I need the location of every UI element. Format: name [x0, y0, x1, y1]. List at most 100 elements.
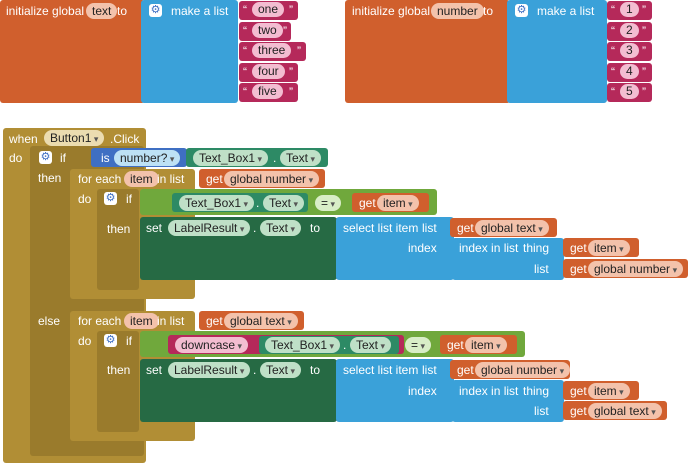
dot-label: .	[273, 151, 277, 165]
variable-dropdown[interactable]: global text	[224, 313, 298, 329]
component-dropdown[interactable]: LabelResult	[168, 362, 251, 378]
get-label: get	[570, 262, 587, 276]
get-label: get	[206, 172, 223, 186]
component-dropdown[interactable]: LabelResult	[168, 220, 251, 236]
if-block[interactable]	[97, 331, 139, 432]
text-string-value[interactable]: three	[252, 43, 292, 58]
text-string-value[interactable]: one	[252, 2, 285, 17]
property-dropdown[interactable]: Text	[263, 195, 305, 211]
then-label: then	[107, 363, 131, 377]
get-label: get	[570, 404, 587, 418]
make-a-list-label: make a list	[171, 4, 229, 18]
quote-icon: “	[243, 44, 247, 58]
index-in-list-block[interactable]	[452, 238, 564, 280]
list-label: list	[534, 404, 549, 418]
if-label: if	[126, 334, 132, 348]
init-global-number-block[interactable]	[345, 0, 510, 103]
var-name-field[interactable]: number	[431, 3, 484, 19]
do-label: do	[78, 192, 92, 206]
select-list-item-label: select list item	[343, 363, 419, 377]
variable-dropdown[interactable]: item	[588, 383, 630, 399]
to-label: to	[117, 4, 128, 18]
var-name-field[interactable]: text	[86, 3, 118, 19]
init-global-text-block[interactable]	[0, 0, 145, 103]
select-list-item-block[interactable]	[336, 217, 454, 280]
quote-icon: “	[611, 44, 615, 58]
to-label: to	[483, 4, 494, 18]
component-dropdown[interactable]: Text_Box1	[265, 337, 341, 353]
variable-dropdown[interactable]: item	[377, 195, 419, 211]
property-dropdown[interactable]: Text	[350, 337, 392, 353]
dot-label: .	[253, 221, 257, 235]
text-string-value[interactable]: 5	[620, 84, 639, 99]
gear-icon[interactable]: ⚙	[104, 192, 117, 205]
quote-icon: “	[611, 65, 615, 79]
variable-dropdown[interactable]: item	[465, 337, 507, 353]
make-a-list-block[interactable]	[141, 0, 238, 103]
else-label: else	[38, 314, 61, 328]
quote-icon: ”	[283, 24, 287, 38]
variable-dropdown[interactable]: global number	[588, 261, 684, 277]
quote-icon: “	[243, 24, 247, 38]
quote-icon: ”	[289, 85, 293, 99]
quote-icon: ”	[289, 3, 293, 17]
quote-icon: “	[243, 65, 247, 79]
component-dropdown[interactable]: Button1	[44, 130, 105, 146]
compare-operator-dropdown[interactable]: =	[315, 195, 342, 211]
make-a-list-block[interactable]	[507, 0, 607, 103]
gear-icon[interactable]: ⚙	[39, 151, 52, 164]
list-label: list	[422, 221, 437, 235]
variable-dropdown[interactable]: item	[588, 240, 630, 256]
then-label: then	[107, 222, 131, 236]
variable-dropdown[interactable]: global text	[588, 403, 662, 419]
variable-dropdown[interactable]: global number	[475, 362, 571, 378]
quote-icon: “	[243, 85, 247, 99]
property-dropdown[interactable]: Text	[260, 362, 302, 378]
text-string-value[interactable]: four	[252, 64, 285, 79]
if-block[interactable]	[97, 189, 139, 290]
get-label: get	[447, 338, 464, 352]
event-name-label: .Click	[110, 132, 140, 146]
get-label: get	[457, 221, 474, 235]
variable-dropdown[interactable]: global text	[475, 220, 549, 236]
gear-icon[interactable]: ⚙	[515, 4, 528, 17]
index-in-list-block[interactable]	[452, 380, 564, 422]
text-string-value[interactable]: 4	[620, 64, 639, 79]
set-label: set	[146, 363, 163, 377]
text-string-value[interactable]: 2	[620, 23, 639, 38]
select-list-item-block[interactable]	[336, 359, 454, 422]
thing-label: thing	[523, 241, 550, 255]
get-label: get	[206, 314, 223, 328]
gear-icon[interactable]: ⚙	[104, 334, 117, 347]
component-dropdown[interactable]: Text_Box1	[179, 195, 255, 211]
make-a-list-label: make a list	[537, 4, 595, 18]
is-number-dropdown[interactable]: number?	[114, 150, 181, 166]
compare-operator-dropdown[interactable]: =	[405, 337, 432, 353]
component-dropdown[interactable]: Text_Box1	[193, 150, 269, 166]
downcase-dropdown[interactable]: downcase	[175, 337, 249, 353]
item-var-field[interactable]: item	[124, 171, 159, 187]
dot-label: .	[253, 363, 257, 377]
text-string-value[interactable]: 1	[620, 2, 639, 17]
item-var-field[interactable]: item	[124, 313, 159, 329]
quote-icon: ”	[642, 44, 646, 58]
in-list-label: in list	[157, 172, 185, 186]
select-list-item-label: select list item	[343, 221, 419, 235]
property-dropdown[interactable]: Text	[280, 150, 322, 166]
do-label: do	[78, 334, 92, 348]
text-string-value[interactable]: 3	[620, 43, 639, 58]
in-list-label: in list	[157, 314, 185, 328]
index-in-list-label: index in list	[459, 241, 519, 255]
if-label: if	[60, 151, 66, 165]
quote-icon: ”	[297, 44, 301, 58]
property-dropdown[interactable]: Text	[260, 220, 302, 236]
text-string-value[interactable]: two	[252, 23, 283, 38]
then-label: then	[38, 171, 62, 185]
gear-icon[interactable]: ⚙	[149, 4, 162, 17]
variable-dropdown[interactable]: global number	[224, 171, 320, 187]
get-label: get	[570, 241, 587, 255]
text-string-value[interactable]: five	[252, 84, 283, 99]
dot-label: .	[343, 338, 347, 352]
dot-label: .	[256, 196, 260, 210]
quote-icon: ”	[642, 24, 646, 38]
